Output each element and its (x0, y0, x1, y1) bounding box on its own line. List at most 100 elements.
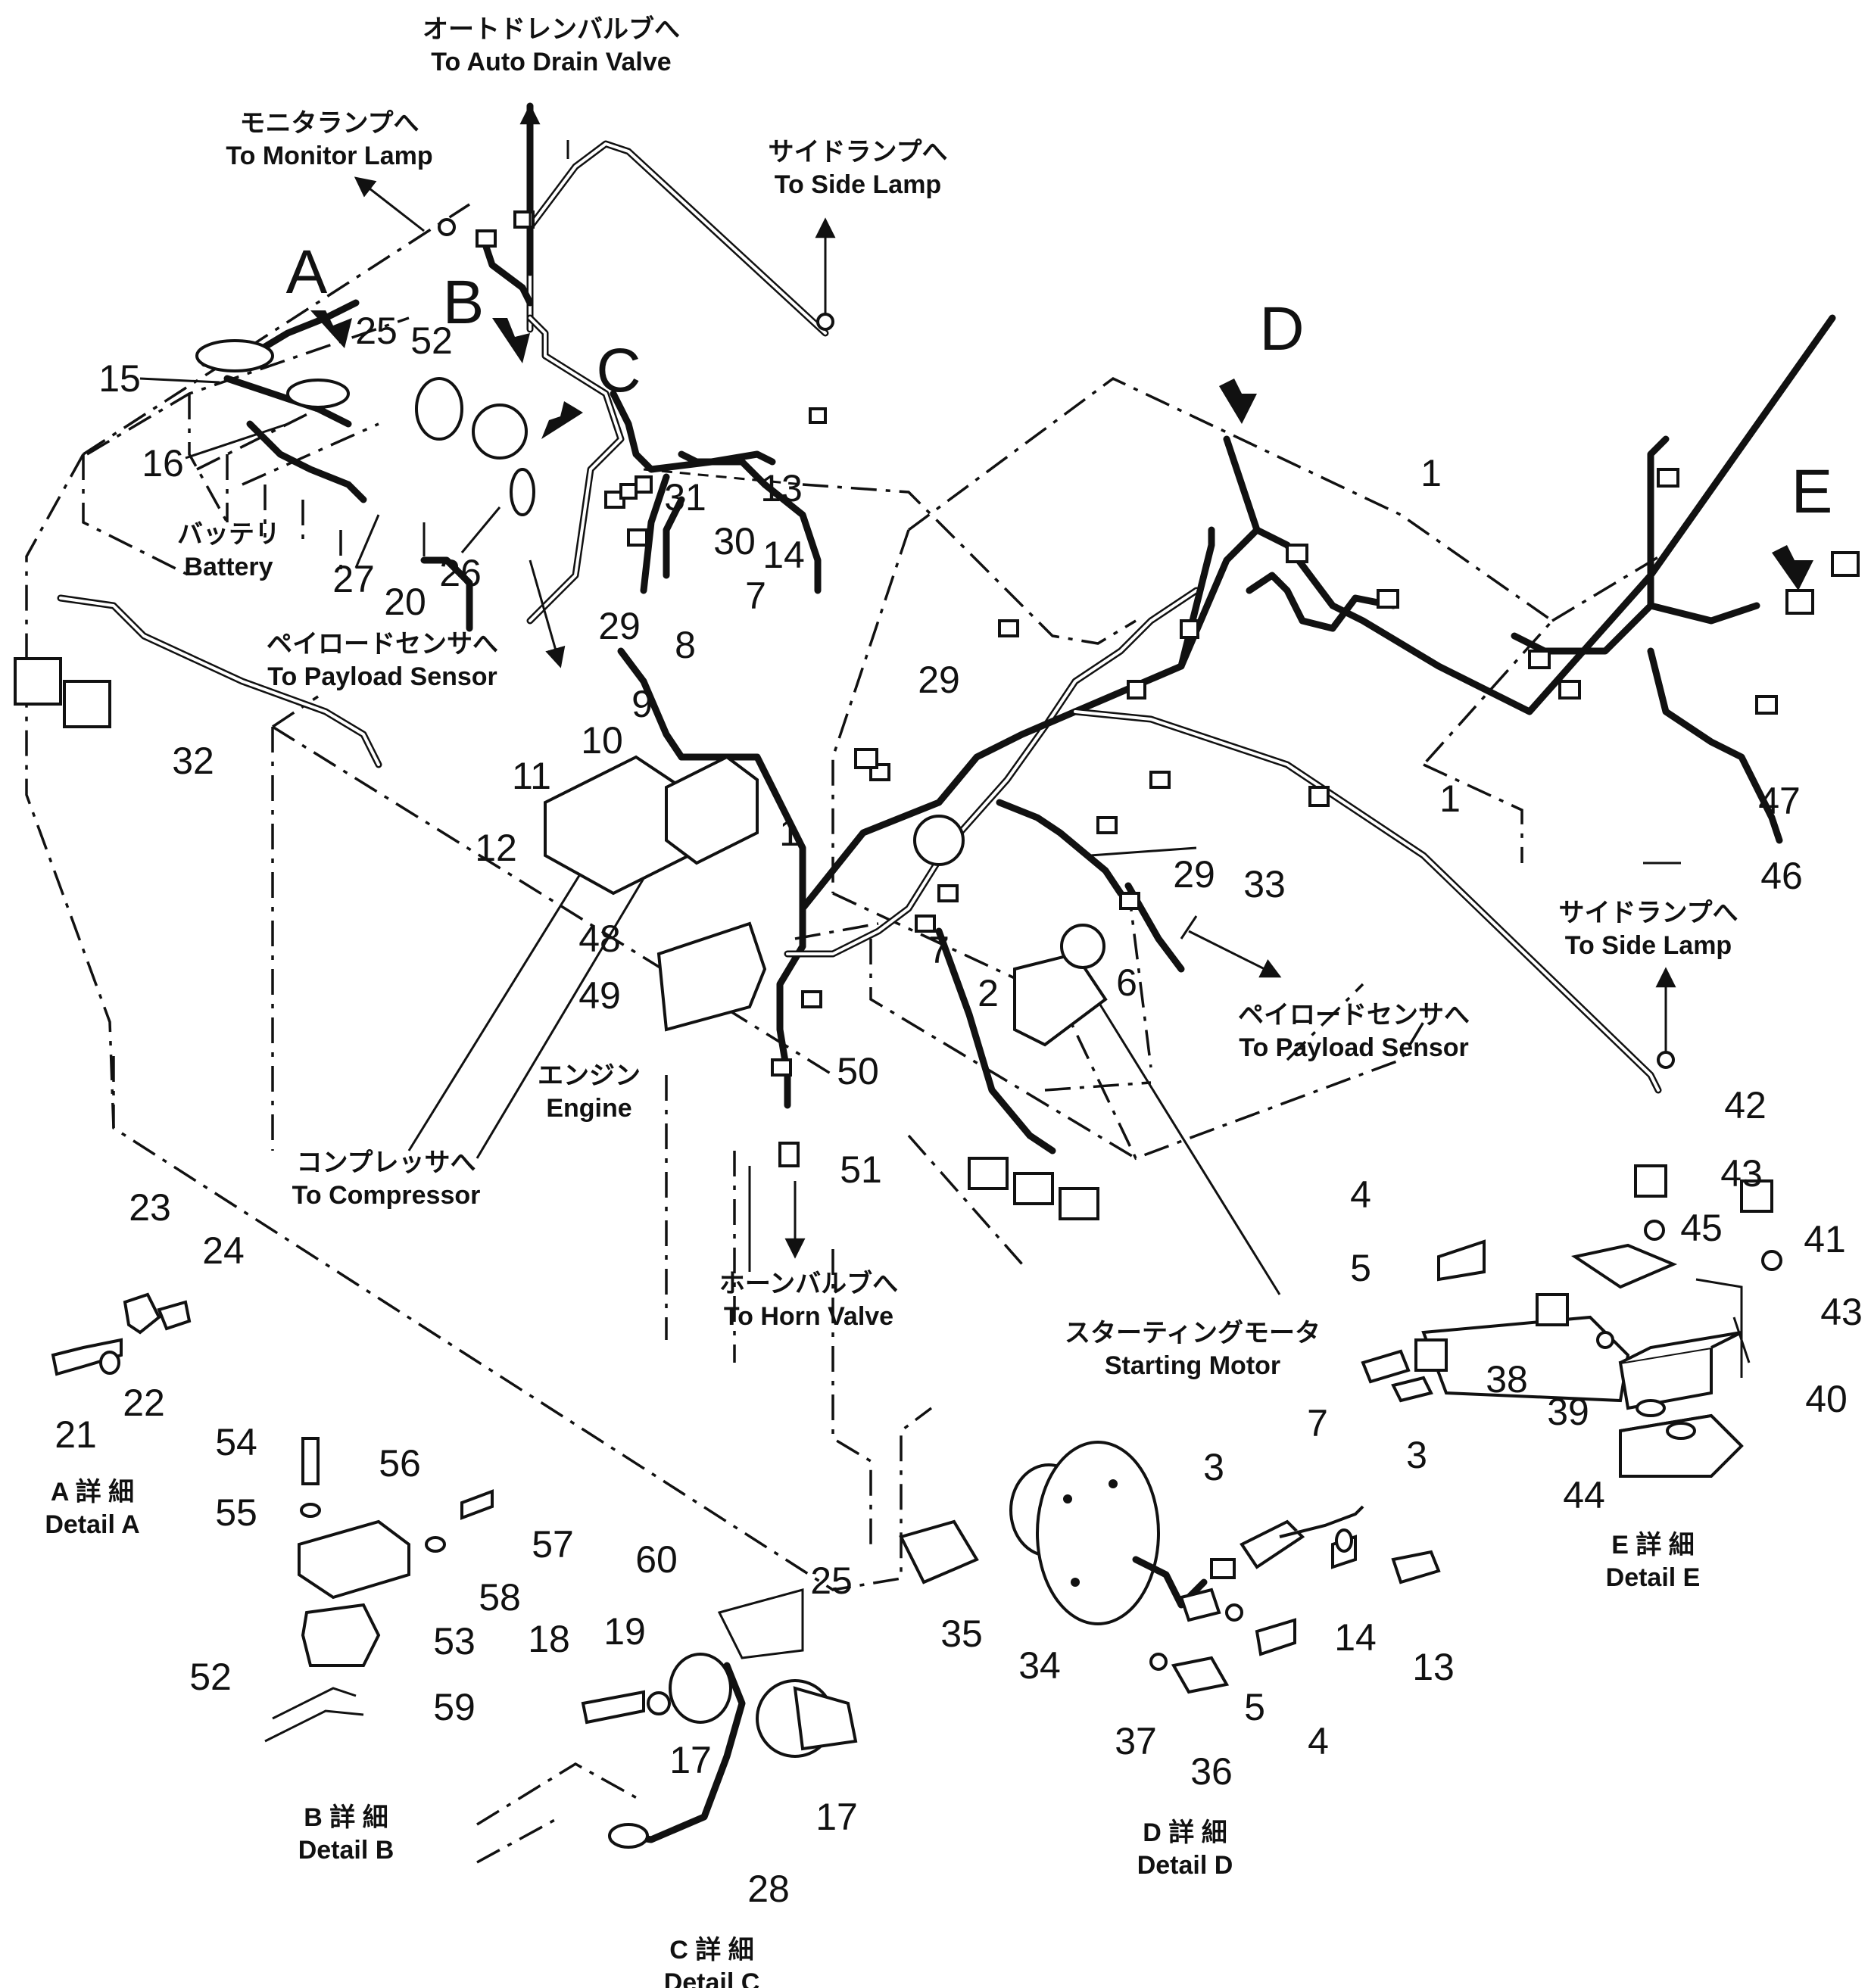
part-number: 29 (1173, 853, 1215, 896)
part-number: 6 (1116, 961, 1137, 1004)
engine-components (14, 657, 1108, 1220)
part-number: 13 (1412, 1646, 1455, 1688)
machine-outline (25, 203, 1667, 1591)
part-number: 48 (578, 918, 621, 960)
part-number: 30 (713, 520, 756, 562)
part-number: 60 (635, 1538, 678, 1581)
part-number: 21 (55, 1413, 97, 1456)
part-number: 8 (675, 624, 696, 666)
part-number: 52 (189, 1656, 232, 1698)
part-number: 24 (202, 1229, 245, 1272)
part-number: 3 (1406, 1434, 1427, 1476)
part-number: 38 (1486, 1358, 1528, 1401)
part-number: 16 (142, 442, 184, 485)
part-number: 42 (1724, 1084, 1767, 1126)
part-number: 56 (379, 1442, 421, 1485)
harness-clips (476, 210, 1860, 1167)
part-number: 15 (98, 357, 141, 400)
detail-marker-e: E (1791, 457, 1833, 526)
part-number: 31 (664, 476, 706, 519)
part-number: 10 (581, 719, 623, 762)
part-number: 4 (1350, 1173, 1371, 1216)
detail-d-parts (899, 1441, 1441, 1694)
part-number: 49 (578, 974, 621, 1017)
part-number: 9 (631, 683, 653, 725)
part-number: 11 (512, 755, 551, 797)
leader-lines (139, 140, 1751, 1363)
part-number: 45 (1680, 1207, 1723, 1249)
part-number: 54 (215, 1421, 257, 1463)
part-number: 29 (598, 605, 641, 647)
part-number: 18 (528, 1618, 570, 1660)
part-number: 47 (1758, 780, 1801, 822)
part-number: 22 (123, 1382, 165, 1424)
part-number: 28 (747, 1868, 790, 1910)
part-number: 7 (1307, 1402, 1328, 1444)
part-number: 7 (745, 575, 766, 617)
part-number: 4 (1308, 1720, 1329, 1762)
part-number: 27 (332, 558, 375, 600)
part-number: 1 (1439, 777, 1461, 820)
part-number: 34 (1018, 1644, 1061, 1687)
detail-b-parts (264, 1437, 494, 1743)
detail-marker-a: A (285, 238, 328, 307)
part-number: 5 (1244, 1686, 1265, 1728)
part-number: 1 (1420, 452, 1442, 494)
part-number: 40 (1805, 1378, 1848, 1420)
part-number: 20 (384, 581, 426, 623)
part-number: 55 (215, 1491, 257, 1534)
part-number: 36 (1190, 1750, 1233, 1793)
part-number: 2 (978, 972, 999, 1014)
part-number: 1 (779, 812, 800, 854)
part-number: 37 (1115, 1720, 1157, 1762)
battery-terminals (195, 218, 1675, 1069)
part-number: 53 (433, 1620, 476, 1662)
routing-arrows (354, 104, 1676, 1259)
part-number: 57 (532, 1523, 574, 1566)
part-number: 33 (1243, 863, 1286, 905)
part-number: 3 (1203, 1446, 1224, 1488)
part-number: 59 (433, 1686, 476, 1728)
part-number: 14 (1334, 1616, 1377, 1659)
part-number: 43 (1820, 1291, 1863, 1333)
detail-c-parts (476, 1588, 858, 1864)
part-number: 23 (129, 1186, 171, 1229)
part-number: 17 (669, 1739, 712, 1781)
part-number: 13 (760, 467, 803, 509)
part-number: 32 (172, 740, 214, 782)
part-number: 50 (837, 1050, 879, 1092)
part-number: 51 (840, 1148, 882, 1191)
part-number: 26 (439, 552, 482, 594)
part-number: 58 (479, 1576, 521, 1619)
part-number: 12 (475, 827, 517, 869)
detail-marker-d: D (1259, 294, 1305, 363)
part-number: 52 (410, 319, 453, 362)
part-number: 43 (1720, 1152, 1763, 1195)
part-number: 29 (918, 659, 960, 701)
detail-marker-b: B (442, 268, 485, 337)
part-number: 35 (940, 1613, 983, 1655)
detail-pointers (310, 310, 1813, 590)
part-number: 25 (355, 310, 398, 352)
part-number: 14 (762, 534, 805, 576)
part-number: 17 (815, 1796, 858, 1838)
detail-e-parts (1361, 1164, 1782, 1478)
part-number: 41 (1804, 1218, 1846, 1260)
part-number: 7 (928, 929, 950, 971)
detail-a-parts (51, 1292, 192, 1376)
